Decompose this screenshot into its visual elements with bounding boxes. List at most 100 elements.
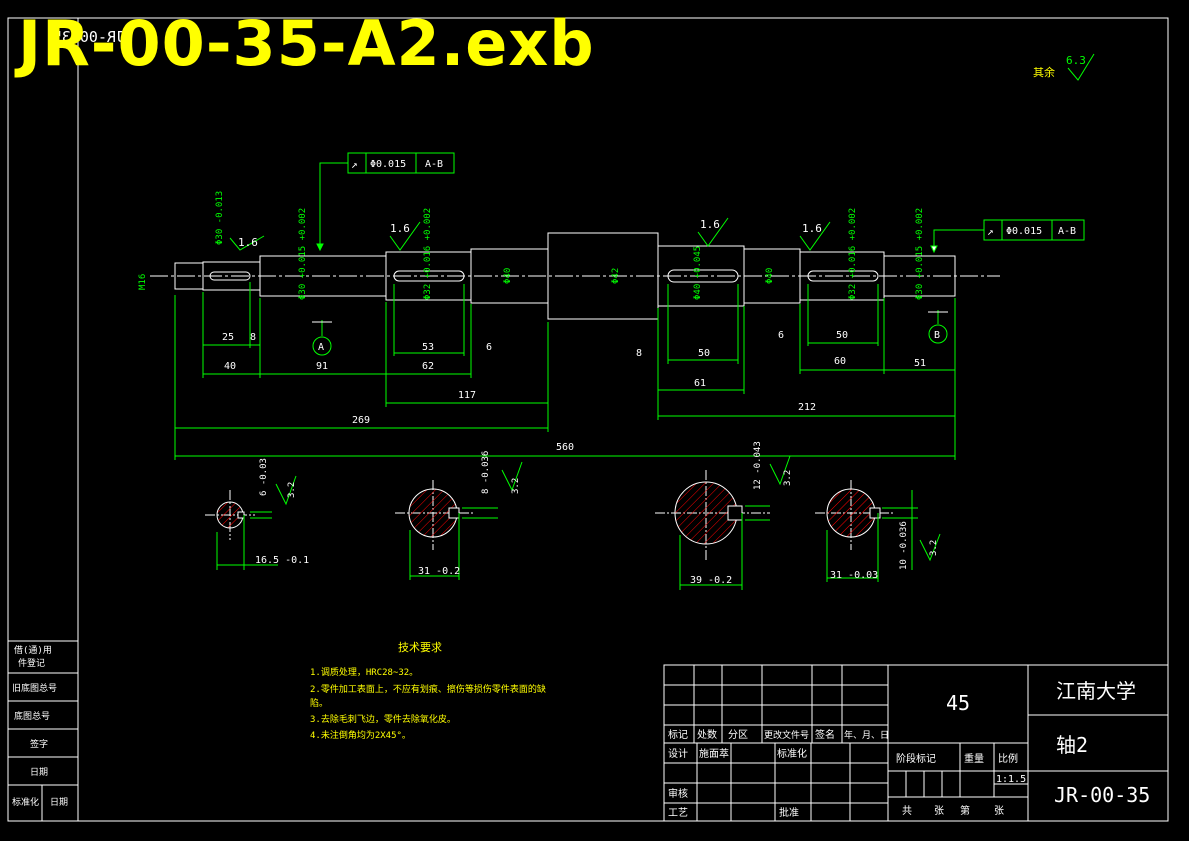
title-block bbox=[663, 664, 1169, 822]
dim-0: 25 bbox=[222, 332, 234, 343]
dim-12: 61 bbox=[694, 378, 706, 389]
section-view-1 bbox=[205, 475, 297, 570]
tb-sheet-3: 张 bbox=[994, 805, 1004, 817]
technical-requirements: 技术要求 1.调质处理，HRC28~32。 2.零件加工表面上，不应有划痕、擦伤… bbox=[310, 641, 546, 741]
section-4-width: 10 -0.036 bbox=[899, 521, 909, 570]
section-3-width: 12 -0.043 bbox=[753, 441, 763, 490]
roughness-icon bbox=[389, 221, 421, 251]
left-strip-0: 借(通)用 bbox=[14, 644, 52, 656]
left-strip-1: 件登记 bbox=[18, 657, 45, 669]
roughness-value-2: 1.6 bbox=[700, 218, 720, 231]
dim-8: 269 bbox=[352, 415, 370, 426]
file-title: JR-00-35-A2.exb bbox=[18, 7, 595, 80]
tb-header-5: 年、月、日 bbox=[844, 729, 889, 741]
section-2-roughness: 3.2 bbox=[511, 478, 521, 494]
tolerance-datum-2: A-B bbox=[1058, 226, 1076, 237]
tb-scale: 1:1.5 bbox=[996, 774, 1026, 785]
roughness-icon bbox=[799, 221, 831, 251]
section-view-4 bbox=[815, 480, 941, 582]
datum-a-label: A bbox=[318, 342, 324, 353]
diameter-label-4: Φ42 bbox=[611, 268, 621, 284]
shaft-outline bbox=[174, 232, 956, 320]
roughness-icon bbox=[697, 217, 729, 247]
tolerance-symbol-1: ↗ bbox=[351, 158, 358, 171]
tb-header-4: 签名 bbox=[815, 728, 835, 741]
dimension-lines bbox=[174, 282, 956, 460]
tb-designer: 施面萃 bbox=[699, 747, 729, 760]
tb-sheet-1: 张 bbox=[934, 805, 944, 817]
dim-13: 6 bbox=[778, 330, 784, 341]
tb-header-2: 分区 bbox=[728, 729, 748, 741]
diameter-label-3: Φ40 bbox=[503, 268, 513, 284]
left-strip-table bbox=[7, 640, 79, 822]
section-view-2 bbox=[395, 461, 523, 580]
dim-17: 212 bbox=[798, 402, 816, 413]
tolerance-value-2: Φ0.015 bbox=[1006, 226, 1042, 237]
section-3-depth: 39 -0.2 bbox=[690, 575, 732, 586]
tb-weight-label: 重量 bbox=[964, 752, 984, 765]
diameter-label-0: Φ30 -0.013 bbox=[215, 191, 225, 245]
tolerance-frame-2 bbox=[930, 219, 1085, 254]
dim-3: 91 bbox=[316, 361, 328, 372]
tolerance-datum-1: A-B bbox=[425, 159, 443, 170]
section-view-3 bbox=[655, 455, 791, 590]
thread-label: M16 bbox=[138, 274, 148, 290]
section-1-depth: 16.5 -0.1 bbox=[255, 555, 309, 566]
diameter-label-1: Φ30 +0.015 +0.002 bbox=[298, 208, 308, 300]
tb-drawing-no: JR-00-35 bbox=[1054, 783, 1150, 807]
tb-header-3: 更改文件号 bbox=[764, 729, 809, 741]
section-2-depth: 31 -0.2 bbox=[418, 566, 460, 577]
tb-stage-label: 阶段标记 bbox=[896, 752, 936, 765]
diameter-label-6: Φ40 bbox=[765, 268, 775, 284]
tb-header-0: 标记 bbox=[668, 729, 688, 741]
dim-14: 50 bbox=[836, 330, 848, 341]
dim-1: 8 bbox=[250, 332, 256, 343]
roughness-value-1: 1.6 bbox=[390, 222, 410, 235]
tb-school: 江南大学 bbox=[1056, 679, 1136, 703]
tech-item-3: 3.去除毛刺飞边，零件去除氧化皮。 bbox=[310, 713, 456, 725]
outer-border bbox=[7, 17, 1169, 822]
diameter-label-7: Φ32 +0.016 +0.002 bbox=[848, 208, 858, 300]
tolerance-symbol-2: ↗ bbox=[987, 225, 994, 238]
dim-15: 60 bbox=[834, 356, 846, 367]
tolerance-value-1: Φ0.015 bbox=[370, 159, 406, 170]
left-strip-7: 日期 bbox=[50, 797, 68, 808]
mirror-drawing-number: JR-00-35 bbox=[53, 28, 125, 46]
datum-a-marker bbox=[312, 336, 332, 356]
dim-9: 560 bbox=[556, 442, 574, 453]
section-4-depth: 31 -0.03 bbox=[830, 570, 878, 581]
tb-sheet-0: 共 bbox=[902, 805, 912, 817]
left-strip-6: 标准化 bbox=[12, 796, 39, 808]
datum-b-label: B bbox=[934, 330, 940, 341]
dim-6: 6 bbox=[486, 342, 492, 353]
dim-11: 50 bbox=[698, 348, 710, 359]
general-roughness-label: 其余 bbox=[1033, 65, 1055, 79]
tech-item-4: 4.未注倒角均为2X45°。 bbox=[310, 729, 411, 741]
roughness-value-3: 1.6 bbox=[802, 222, 822, 235]
roughness-icon bbox=[229, 235, 265, 251]
dim-2: 40 bbox=[224, 361, 236, 372]
tech-title: 技术要求 bbox=[398, 641, 442, 654]
section-3-roughness: 3.2 bbox=[783, 470, 793, 486]
general-roughness: 其余 6.3 bbox=[1033, 53, 1095, 81]
diameter-label-8: Φ30 +0.015 +0.002 bbox=[915, 208, 925, 300]
tb-part-name: 轴2 bbox=[1056, 733, 1088, 757]
tb-review: 审核 bbox=[668, 787, 688, 800]
section-4-roughness: 3.2 bbox=[929, 540, 939, 556]
tech-item-0: 1.调质处理，HRC28~32。 bbox=[310, 666, 418, 678]
roughness-value-0: 1.6 bbox=[238, 236, 258, 249]
dim-7: 117 bbox=[458, 390, 476, 401]
section-2-width: 8 -0.036 bbox=[481, 451, 491, 494]
diameter-label-5: Φ40 +0.045 bbox=[693, 246, 703, 300]
left-strip-5: 日期 bbox=[30, 767, 48, 778]
dim-10: 8 bbox=[636, 348, 642, 359]
tb-sheet-2: 第 bbox=[960, 804, 970, 817]
tech-item-2: 陷。 bbox=[310, 697, 328, 709]
section-1-width: 6 -0.03 bbox=[259, 458, 269, 496]
left-strip-3: 底图总号 bbox=[14, 710, 50, 722]
roughness-symbol-icon bbox=[1067, 53, 1095, 81]
dim-4: 53 bbox=[422, 342, 434, 353]
tb-design-label: 设计 bbox=[668, 747, 688, 760]
general-roughness-value: 6.3 bbox=[1066, 54, 1086, 67]
